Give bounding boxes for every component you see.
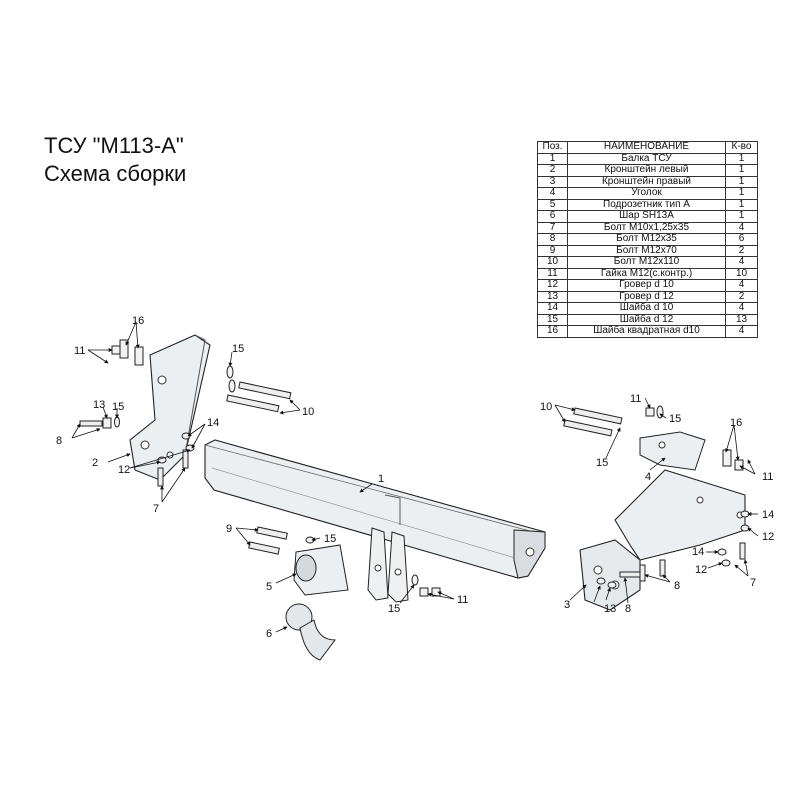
callout-7-right: 7 [750, 577, 756, 589]
callout-12-left: 12 [118, 464, 130, 476]
row-qty: 1 [725, 187, 758, 200]
callout-7-left: 7 [153, 503, 159, 515]
row-qty: 1 [725, 164, 758, 177]
callout-14-right-lower: 14 [692, 546, 704, 558]
header-qty: К-во [725, 141, 758, 154]
callout-9: 9 [226, 523, 232, 535]
row-name: Кронштейн левый [567, 164, 726, 177]
row-qty: 6 [725, 233, 758, 246]
callout-16-left: 16 [132, 315, 144, 327]
callout-11-left: 11 [74, 345, 85, 357]
title-line-1: ТСУ "М113-А" [44, 133, 184, 158]
callout-13-left: 13 [93, 399, 105, 411]
row-qty: 4 [725, 279, 758, 292]
callout-10-right: 10 [540, 401, 552, 413]
callout-16-right: 16 [730, 417, 742, 429]
row-qty: 1 [725, 152, 758, 165]
row-name: Уголок [567, 187, 726, 200]
row-qty: 4 [725, 221, 758, 234]
callout-labels: 1 2 3 4 5 6 7 7 8 8 8 9 10 10 11 11 11 1… [56, 315, 774, 640]
row-qty: 1 [725, 210, 758, 223]
callout-15-socket: 15 [324, 533, 336, 545]
callout-15-left: 15 [112, 401, 124, 413]
callout-5: 5 [266, 581, 272, 593]
leader-lines [71, 321, 759, 633]
callout-2: 2 [92, 457, 98, 469]
callout-3: 3 [564, 599, 570, 611]
row-name: Подрозетник тип А [567, 198, 726, 211]
row-qty: 1 [725, 175, 758, 188]
callout-12-right-lower: 12 [695, 564, 707, 576]
callout-8-right: 8 [674, 580, 680, 592]
row-qty: 13 [725, 313, 758, 326]
callout-14-left: 14 [207, 417, 219, 429]
row-pos: 7 [537, 221, 568, 234]
socket-mount [293, 544, 349, 596]
callout-15-left-top: 15 [232, 343, 244, 355]
title-line-2: Схема сборки [44, 161, 187, 186]
callout-4: 4 [645, 471, 651, 483]
callout-11-right: 11 [762, 471, 773, 483]
tow-beam [204, 439, 546, 579]
callout-6: 6 [266, 628, 272, 640]
callout-13-right: 13 [604, 603, 616, 615]
parts-table-header: Поз. НАИМЕНОВАНИЕ К-во [537, 141, 758, 154]
callout-8-left: 8 [56, 435, 62, 447]
callout-10-left: 10 [302, 406, 314, 418]
callout-15-right-top: 15 [669, 413, 681, 425]
callout-14-right: 14 [762, 509, 774, 521]
tow-ball [285, 603, 336, 661]
callout-11-center: 11 [457, 594, 468, 606]
angle-bracket [639, 431, 706, 471]
diagram-title: ТСУ "М113-А" Схема сборки [44, 132, 186, 188]
row-qty: 4 [725, 325, 758, 338]
row-qty: 1 [725, 198, 758, 211]
callout-15-right: 15 [596, 457, 608, 469]
row-name: Шайба квадратная d10 [567, 325, 726, 338]
row-name: Болт М12х35 [567, 233, 726, 246]
callout-11-right-top: 11 [630, 393, 641, 405]
nuts-washers [102, 339, 750, 597]
beam-mounting-plates [367, 527, 409, 603]
callout-15-center: 15 [388, 603, 400, 615]
right-bracket [579, 469, 746, 611]
callout-1: 1 [378, 473, 384, 485]
callout-12-right: 12 [762, 531, 774, 543]
row-name: Балка ТСУ [567, 152, 726, 165]
callout-8-bottom: 8 [625, 603, 631, 615]
